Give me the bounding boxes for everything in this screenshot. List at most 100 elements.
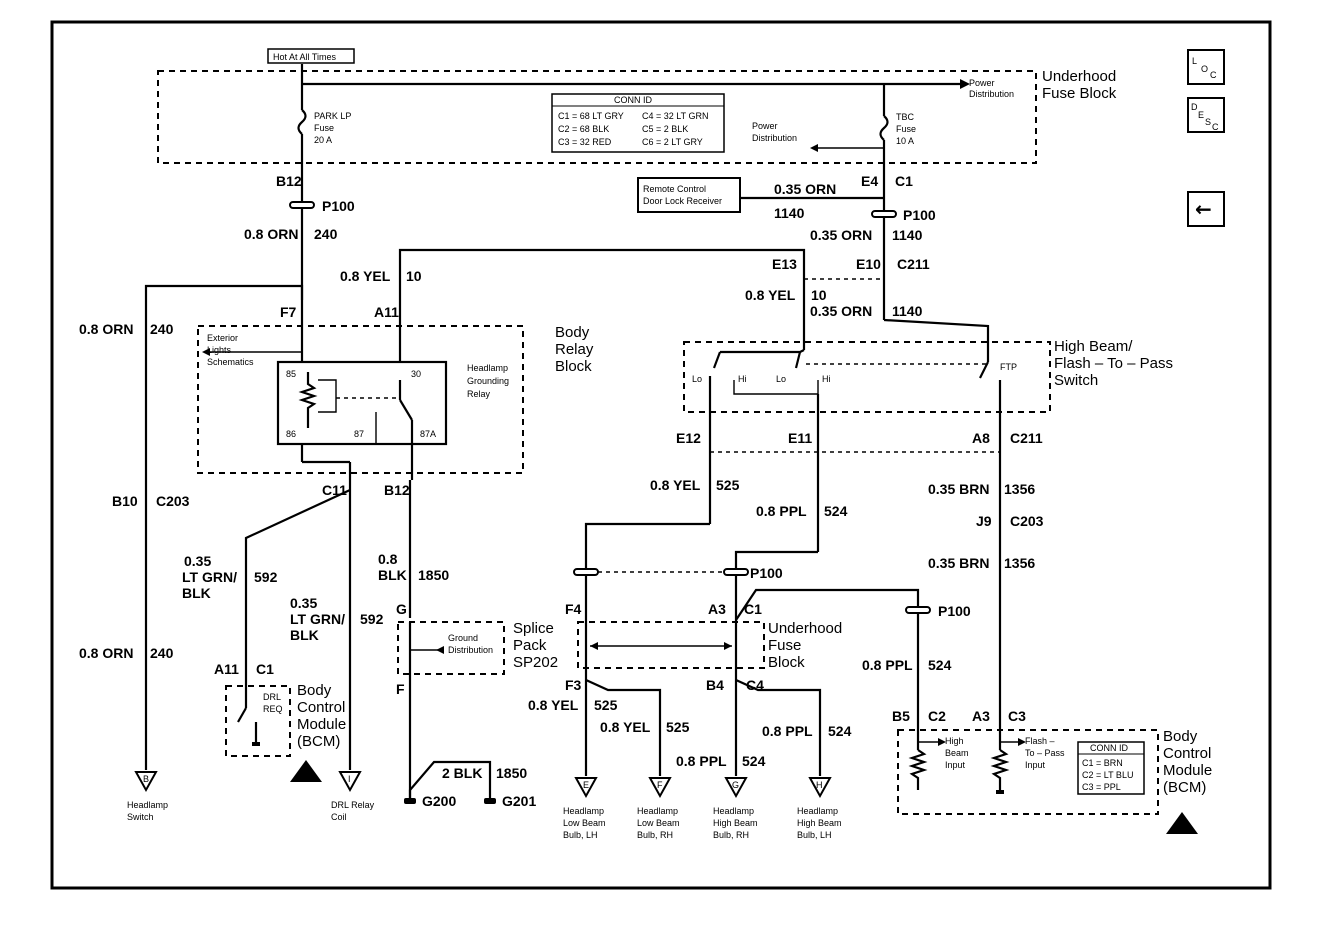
- wire-ppl-524-c: 0.8 PPL: [762, 723, 813, 739]
- ref-b-icon: [134, 771, 158, 793]
- svg-text:Hot At All Times: Hot At All Times: [273, 52, 337, 62]
- relay-pin-30: 30: [411, 369, 421, 379]
- svg-text:High Beam: High Beam: [713, 818, 758, 828]
- body-relay-line2: Relay: [555, 341, 594, 358]
- loc-button[interactable]: L O C: [1187, 49, 1225, 85]
- wire-ltgrn-1b: LT GRN/: [182, 569, 237, 585]
- remote-door-lock-receiver: Remote Control Door Lock Receiver: [637, 177, 741, 213]
- wire-num-525-c: 525: [666, 719, 690, 735]
- park-fuse-rating: 20 A: [314, 135, 332, 145]
- esd-icon-left: [290, 760, 322, 782]
- bcm-left-1: Body: [297, 682, 332, 699]
- ref-b-line2: Switch: [127, 812, 154, 822]
- hdlp-relay-2: Grounding: [467, 376, 509, 386]
- hb-switch-3: Switch: [1054, 372, 1098, 389]
- bcm-left-2: Control: [297, 699, 345, 716]
- wire-num-1140-a: 1140: [774, 205, 805, 221]
- svg-text:Remote Control: Remote Control: [643, 184, 706, 194]
- bcm-right-box: [897, 729, 1159, 815]
- svg-text:Headlamp: Headlamp: [637, 806, 678, 816]
- conn-id-table-top: CONN ID C1 = 68 LT GRY C2 = 68 BLK C3 = …: [551, 93, 725, 153]
- wire-num-1356-b: 1356: [1004, 555, 1035, 571]
- wire-orn035-b: 0.35 ORN: [810, 227, 872, 243]
- power-dist-mid-2: Distribution: [752, 133, 797, 143]
- wire-orn-240-b: 0.8 ORN: [79, 321, 133, 337]
- svg-text:C1 = 68 LT GRY: C1 = 68 LT GRY: [558, 111, 624, 121]
- wire-num-524-b: 524: [742, 753, 766, 769]
- conn-c211: C211: [897, 256, 930, 272]
- wire-num-1140-c: 1140: [892, 303, 923, 319]
- conn-c3: C3: [1008, 708, 1026, 724]
- wire-ltgrn-1c: BLK: [182, 585, 211, 601]
- ground-g200: G200: [422, 793, 456, 809]
- conn-c211-b: C211: [1010, 430, 1043, 446]
- drl-req-1: DRL: [263, 692, 281, 702]
- relay-pin-86: 86: [286, 429, 296, 439]
- hdlp-relay-3: Relay: [467, 389, 491, 399]
- wire-ltgrn-2c: BLK: [290, 627, 319, 643]
- wire-yel-525-c: 0.8 YEL: [600, 719, 651, 735]
- wire-yel-08-b: 0.8 YEL: [745, 287, 796, 303]
- power-dist-right-2: Distribution: [969, 89, 1014, 99]
- drl-req-2: REQ: [263, 704, 283, 714]
- conn-c2: C2: [928, 708, 946, 724]
- wire-num-1356: 1356: [1004, 481, 1035, 497]
- ftp-input-3: Input: [1025, 760, 1046, 770]
- body-relay-line3: Block: [555, 358, 592, 375]
- wire-ppl-524-b: 0.8 PPL: [676, 753, 727, 769]
- ground-dist-2: Distribution: [448, 645, 493, 655]
- conn-b5: B5: [892, 708, 910, 724]
- svg-text:CONN ID: CONN ID: [1090, 743, 1129, 753]
- svg-text:C3 = 32 RED: C3 = 32 RED: [558, 137, 612, 147]
- conn-e13: E13: [772, 256, 797, 272]
- wire-num-10: 10: [406, 268, 422, 284]
- fuse-block-top-line1: Underhood: [1042, 68, 1116, 85]
- conn-b4: B4: [706, 677, 724, 693]
- headlamp-grounding-relay: [276, 360, 448, 446]
- conn-c1: C1: [895, 173, 913, 189]
- conn-e11: E11: [788, 430, 812, 446]
- ground-g201: G201: [502, 793, 536, 809]
- svg-text:CONN ID: CONN ID: [614, 95, 653, 105]
- svg-text:Door Lock Receiver: Door Lock Receiver: [643, 196, 722, 206]
- wire-orn-240-c: 0.8 ORN: [79, 645, 133, 661]
- wire-blk-2: 2 BLK: [442, 765, 482, 781]
- conn-b10: B10: [112, 493, 138, 509]
- hb-input-1: High: [945, 736, 964, 746]
- splice-pack-box: [397, 621, 505, 675]
- relay-pin-85: 85: [286, 369, 296, 379]
- bcm-right-3: Module: [1163, 762, 1212, 779]
- wire-num-524: 524: [824, 503, 848, 519]
- svg-text:High Beam: High Beam: [797, 818, 842, 828]
- conn-e4: E4: [861, 173, 878, 189]
- underhood-fuse-block-bottom: [577, 621, 765, 669]
- back-arrow-button[interactable]: ←: [1187, 191, 1225, 227]
- ref-e: E Headlamp Low Beam Bulb, LH: [563, 777, 606, 840]
- conn-p100-b: P100: [903, 207, 936, 223]
- wire-num-525: 525: [716, 477, 740, 493]
- ref-i-line1: DRL Relay: [331, 800, 375, 810]
- hb-switch-1: High Beam/: [1054, 338, 1133, 355]
- svg-text:O: O: [1201, 64, 1208, 74]
- svg-text:C: C: [1210, 70, 1217, 80]
- ref-g: G Headlamp High Beam Bulb, RH: [713, 777, 758, 840]
- hb-input-3: Input: [945, 760, 966, 770]
- esd-icon-right: [1166, 812, 1198, 834]
- conn-a11-b: A11: [214, 661, 239, 677]
- wire-orn035-a: 0.35 ORN: [774, 181, 836, 197]
- conn-f: F: [396, 681, 405, 697]
- ref-i-icon: [338, 771, 362, 793]
- wire-ltgrn-1a: 0.35: [184, 553, 211, 569]
- ref-h: H Headlamp High Beam Bulb, LH: [797, 777, 842, 840]
- desc-button[interactable]: D E S C: [1187, 97, 1225, 133]
- switch-ftp: FTP: [1000, 362, 1017, 372]
- conn-id-table-bottom: CONN ID C1 = BRN C2 = LT BLU C3 = PPL: [1077, 741, 1145, 795]
- svg-text:F: F: [657, 780, 663, 790]
- splice-line2: Pack: [513, 637, 547, 654]
- hot-at-all-times-tag: Hot At All Times: [267, 48, 355, 64]
- svg-text:G: G: [732, 780, 739, 790]
- wire-num-524-c: 524: [828, 723, 852, 739]
- bcm-right-2: Control: [1163, 745, 1211, 762]
- hb-input-2: Beam: [945, 748, 969, 758]
- power-dist-right-1: Power: [969, 78, 995, 88]
